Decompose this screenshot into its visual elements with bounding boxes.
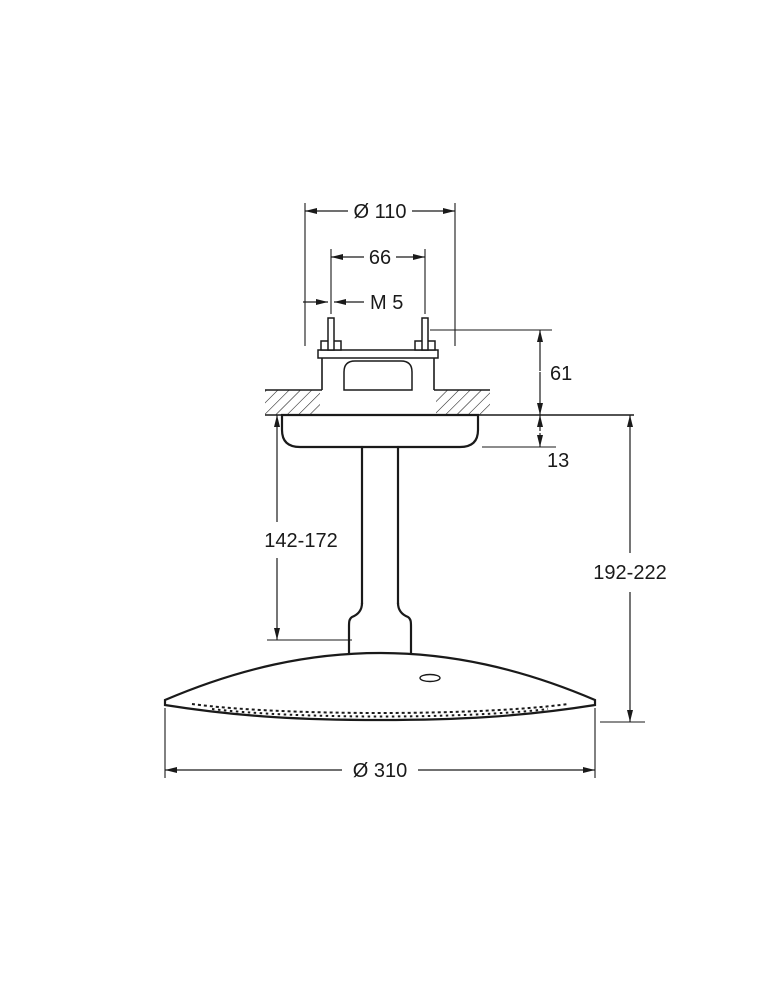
collar-right-edge: [396, 601, 413, 655]
escutcheon-height-label: 13: [547, 450, 569, 472]
dimension-lines: [165, 208, 633, 773]
mounting-bracket: [317, 349, 439, 359]
right-screw: [421, 317, 429, 351]
shower-pipe: [347, 445, 413, 655]
ceiling-section: [265, 389, 490, 415]
head-detail-oval: [419, 673, 441, 683]
ceiling-hatch-left: [265, 390, 320, 415]
flange-diameter-label: Ø 110: [354, 201, 407, 223]
mounting-assembly: [317, 317, 439, 391]
hole-spacing-label: 66: [369, 247, 391, 269]
left-screw: [327, 317, 335, 351]
ceiling-hatch-right: [436, 390, 490, 415]
head-diameter-label: Ø 310: [353, 760, 407, 782]
water-connection-cylinder: [343, 360, 413, 391]
ceiling-escutcheon: [280, 413, 480, 449]
shower-head: [163, 651, 597, 722]
overall-height-range-label: 192-222: [593, 562, 666, 584]
nozzle-row-inner: [211, 708, 549, 718]
collar-left-edge: [347, 601, 364, 655]
nozzle-row-outer: [191, 703, 569, 714]
above-ceiling-height-label: 61: [550, 363, 572, 385]
dimension-labels: Ø 110 66 M 5 61 13 142-172 192-222 Ø 310: [264, 201, 666, 782]
shower-head-outline: [163, 651, 597, 722]
thread-size-label: M 5: [370, 292, 403, 314]
ceiling-to-head-range-label: 142-172: [264, 530, 337, 552]
